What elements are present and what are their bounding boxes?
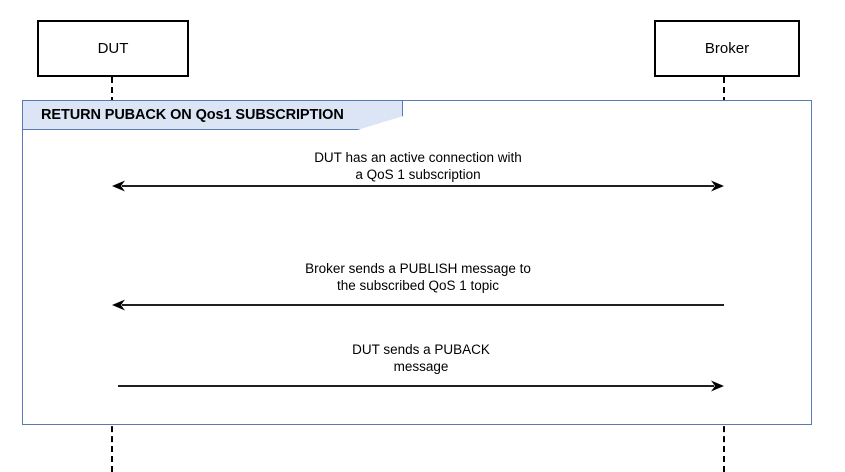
message-label: Broker sends a PUBLISH message to the su… <box>305 261 531 293</box>
fragment-label-text: RETURN PUBACK ON Qos1 SUBSCRIPTION <box>41 107 344 123</box>
participant-box-dut[interactable]: DUT <box>37 20 189 77</box>
message-label: DUT has an active connection with a QoS … <box>314 150 522 182</box>
participant-label-dut: DUT <box>97 40 129 57</box>
combined-fragment-frame: RETURN PUBACK ON Qos1 SUBSCRIPTION <box>22 100 812 425</box>
message-label: DUT sends a PUBACK message <box>352 342 490 374</box>
participant-box-broker[interactable]: Broker <box>654 20 800 77</box>
message-arrow-both <box>112 180 724 192</box>
participant-label-broker: Broker <box>704 40 750 57</box>
fragment-label-tab: RETURN PUBACK ON Qos1 SUBSCRIPTION <box>23 101 403 130</box>
message-arrow-left <box>112 299 724 311</box>
message-arrow-right <box>118 380 724 392</box>
